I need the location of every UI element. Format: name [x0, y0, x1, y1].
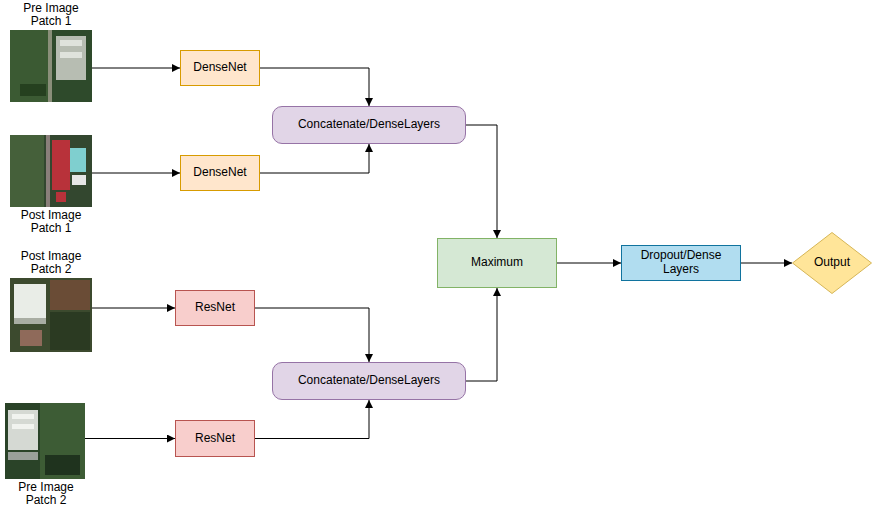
image-patch: Pre Image Patch 1 [10, 30, 92, 102]
image-ground [10, 135, 92, 207]
image-field [10, 30, 48, 102]
image-roof [12, 414, 34, 419]
image-damage [52, 140, 70, 190]
image-label: Pre Image Patch 2 [11, 481, 81, 507]
merge-box: Concatenate/DenseLayers [272, 362, 466, 400]
connector-arrow [466, 125, 497, 238]
image-caption: Post Image Patch 1 [16, 209, 86, 235]
image-roof [60, 40, 82, 46]
satellite-image [5, 403, 85, 479]
connector-arrow [85, 438, 175, 439]
image-patch: Pre Image Patch 2 [5, 403, 85, 479]
node-label: ResNet [195, 301, 235, 315]
densenet-box: DenseNet [180, 155, 260, 191]
image-damage [56, 192, 66, 202]
image-water [70, 148, 86, 172]
image-soil [20, 330, 42, 346]
maximum-box: Maximum [437, 238, 557, 288]
image-road [8, 452, 38, 460]
image-ground [10, 278, 92, 352]
densenet-box: DenseNet [180, 50, 260, 86]
satellite-image [10, 30, 92, 102]
connector-arrow [255, 308, 369, 362]
resnet-box: ResNet [175, 420, 255, 457]
satellite-image [10, 278, 92, 352]
image-patch: Post Image Patch 2 [10, 278, 92, 352]
image-field [10, 135, 44, 207]
connector-arrow [260, 68, 369, 106]
connector-arrow [466, 288, 497, 381]
node-label: Dropout/Dense Layers [636, 249, 726, 277]
image-roof [60, 52, 82, 58]
node-label: Concatenate/DenseLayers [298, 118, 440, 132]
connector-arrow [92, 173, 180, 174]
node-label: DenseNet [193, 166, 246, 180]
image-ground [10, 30, 92, 102]
node-label: ResNet [195, 432, 235, 446]
image-soil [50, 280, 90, 310]
image-road [14, 318, 46, 324]
image-trees [50, 312, 90, 350]
image-building [14, 284, 46, 318]
connector-arrow [557, 263, 621, 264]
image-roof [72, 175, 86, 185]
merge-box: Concatenate/DenseLayers [272, 106, 466, 144]
image-road [46, 135, 50, 207]
image-caption: Post Image Patch 2 [16, 250, 86, 276]
satellite-image [10, 135, 92, 207]
connector-arrow [741, 263, 792, 264]
connector-arrow [92, 308, 175, 309]
image-trees [20, 84, 46, 96]
connector-arrow [260, 144, 369, 173]
node-label: Maximum [471, 256, 523, 270]
image-caption: Pre Image Patch 1 [16, 2, 86, 28]
dense-layers-box: Dropout/Dense Layers [621, 245, 741, 281]
image-road [48, 30, 52, 102]
image-caption: Pre Image Patch 2 [11, 481, 81, 507]
image-field [40, 403, 85, 479]
diamond-shape [793, 233, 872, 294]
image-label: Post Image Patch 2 [16, 250, 86, 276]
node-label: DenseNet [193, 61, 246, 75]
node-label: Concatenate/DenseLayers [298, 374, 440, 388]
output-diamond: Output [792, 232, 872, 294]
resnet-box: ResNet [175, 290, 255, 326]
connector-arrow [92, 68, 180, 69]
image-label: Pre Image Patch 1 [16, 2, 86, 28]
image-roof [12, 424, 34, 429]
image-ground [5, 403, 85, 479]
image-building [56, 36, 86, 80]
image-building [8, 410, 38, 450]
image-trees [45, 455, 80, 475]
image-patch: Post Image Patch 1 [10, 135, 92, 207]
connector-arrow [255, 400, 369, 439]
image-label: Post Image Patch 1 [16, 209, 86, 235]
node-label: Output [814, 256, 850, 270]
